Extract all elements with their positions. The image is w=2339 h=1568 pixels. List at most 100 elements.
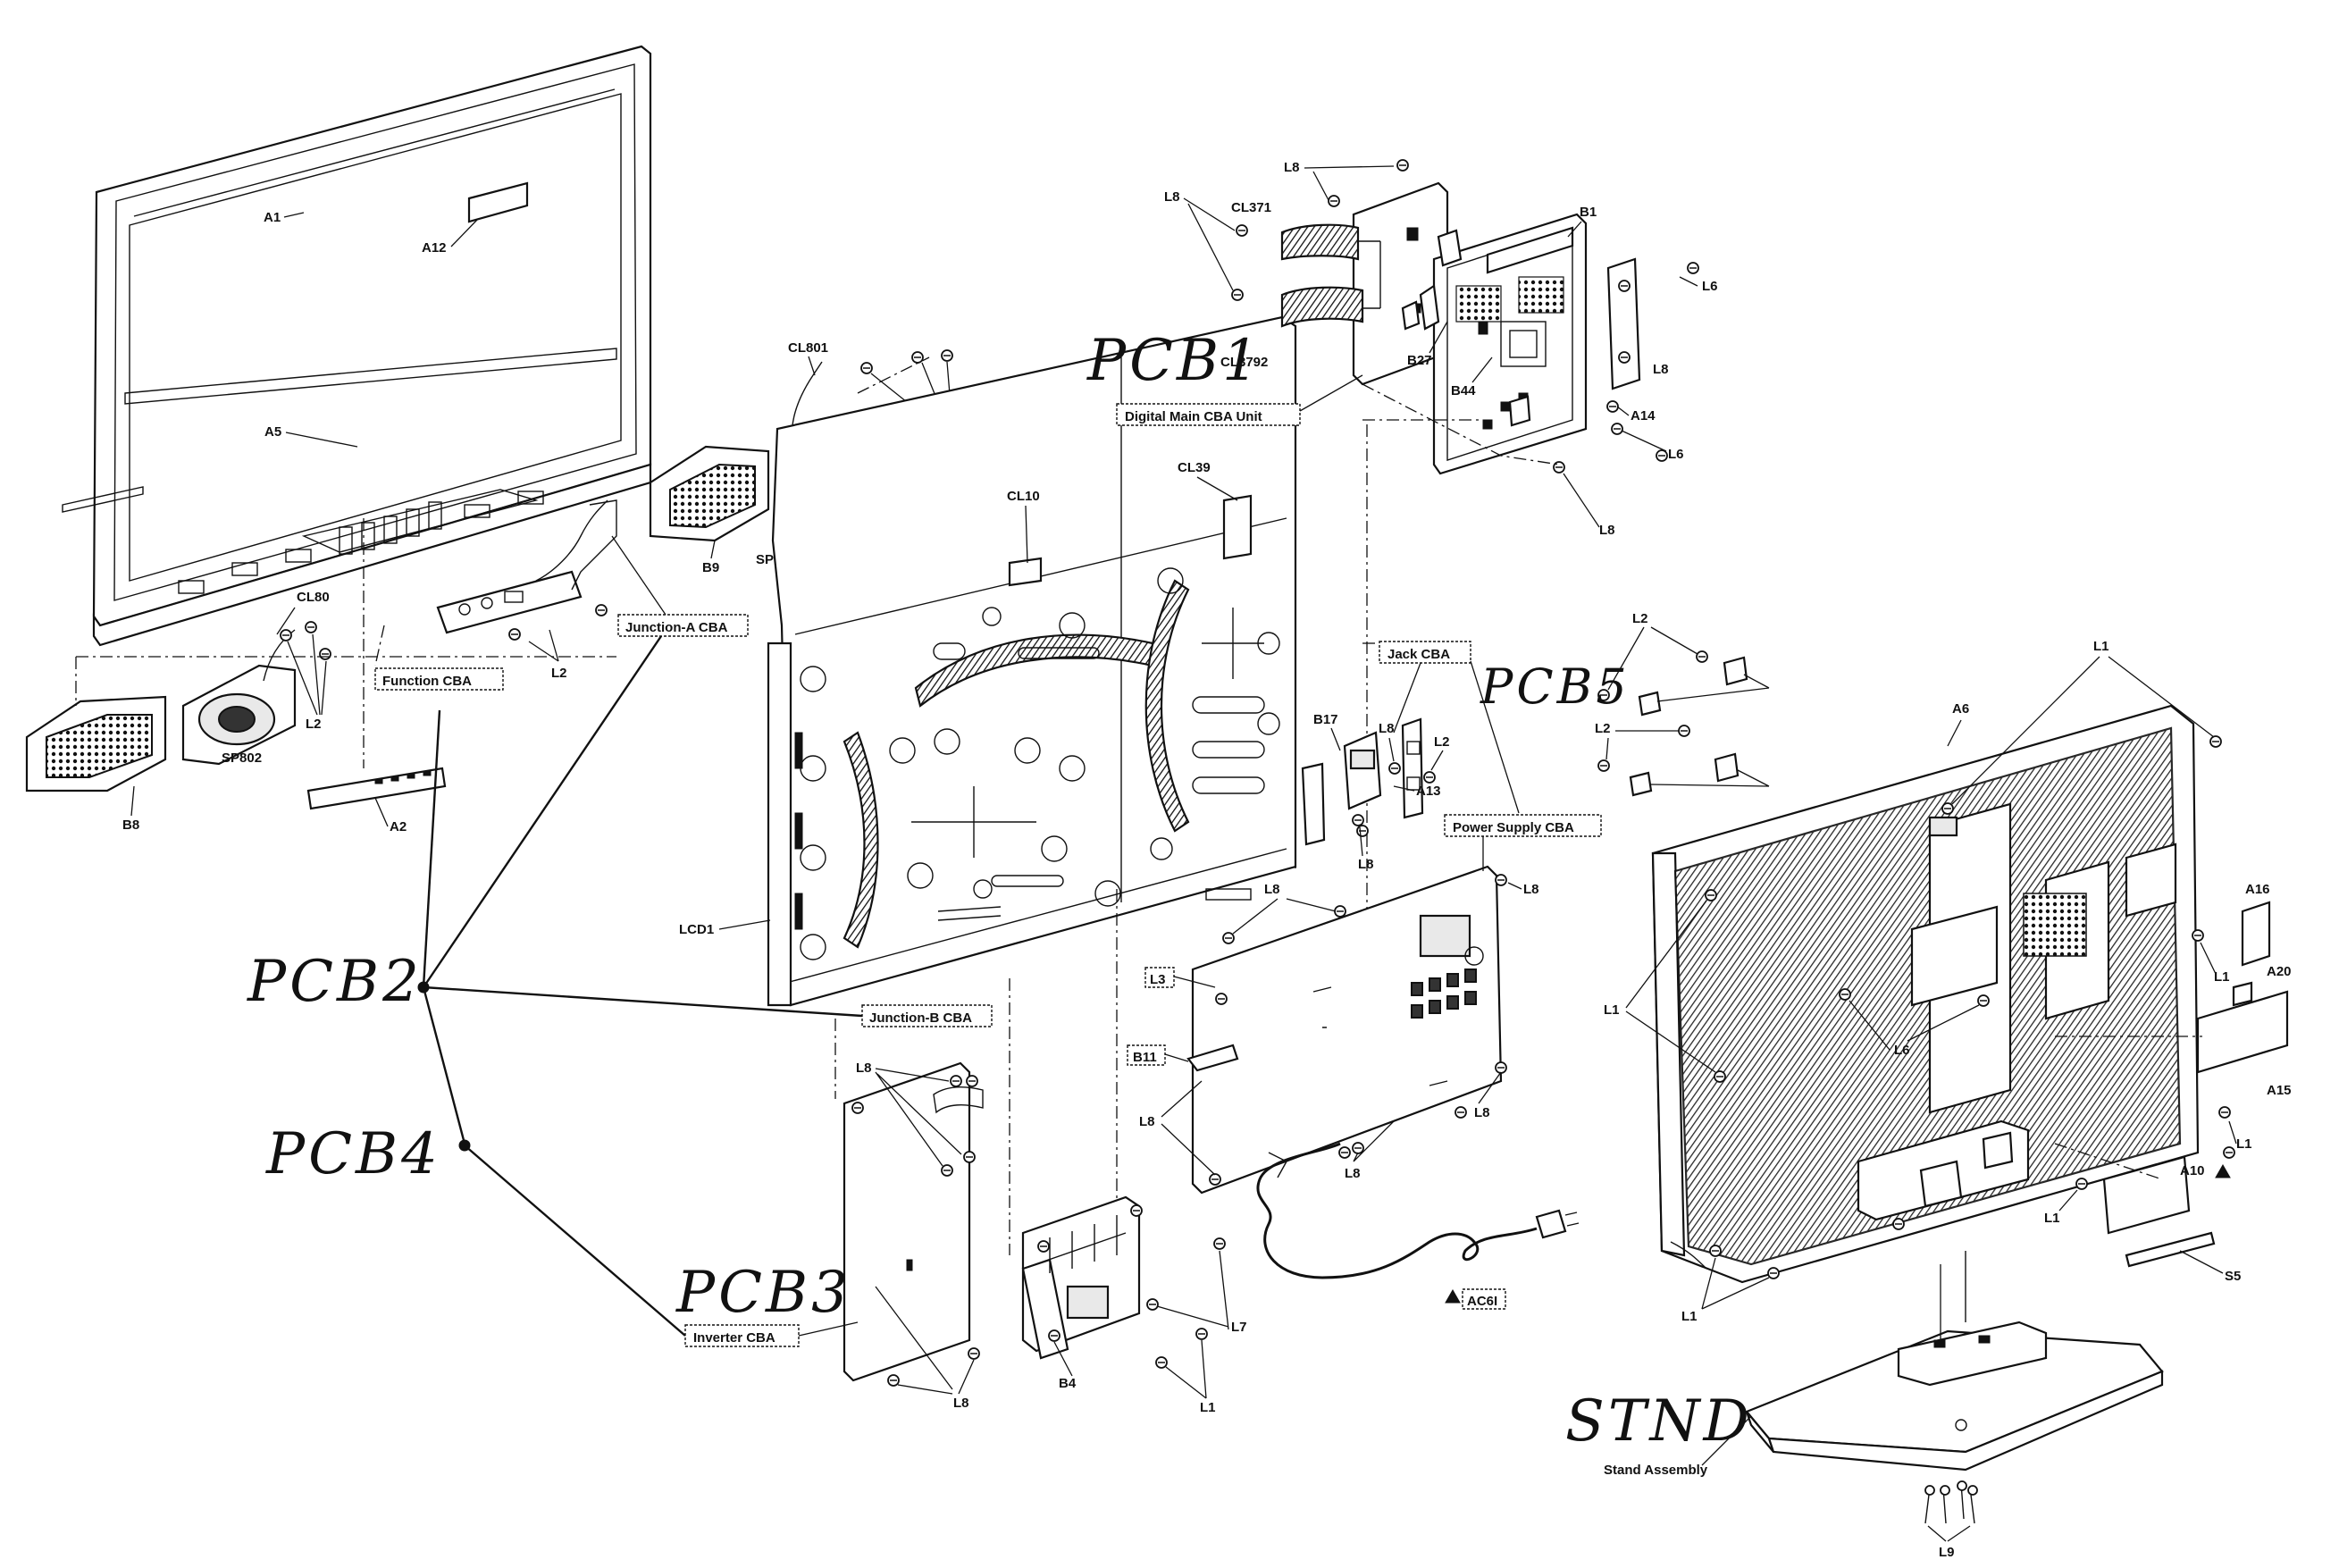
digital-main-cba-unit [1280,181,1641,475]
label-l8-ps-left: L8 [1139,1114,1155,1129]
label-l1-bracket: L1 [1200,1400,1216,1415]
bracket-b5-lower [1629,752,1740,797]
label-l1-bottom: L1 [2044,1211,2060,1226]
a2-key-sheet [306,767,447,810]
label-a1: A1 [264,210,281,225]
label-sp802: SP802 [222,750,262,766]
label-l2-b5-lower: L2 [1595,721,1611,736]
handwritten-pcb1: PCB1 [1086,328,1262,394]
label-a13: A13 [1416,784,1441,799]
label-b27: B27 [1407,353,1432,368]
label-s5: S5 [2225,1269,2241,1284]
label-a6: A6 [1952,701,1969,717]
pcb2-callout-lines [417,635,863,1337]
junction-b-cba-box: Junction-B CBA [861,1004,993,1027]
label-l2-function: L2 [551,666,567,681]
label-l9: L9 [1939,1545,1955,1560]
label-b17: B17 [1313,712,1338,727]
b11-box: B11 [1127,1044,1166,1066]
stand-assembly [1745,1251,2164,1472]
label-cl80: CL80 [297,590,330,605]
label-l6-bottom: L6 [1668,447,1684,462]
label-b9: B9 [702,560,719,575]
label-l8-jack: L8 [1379,721,1395,736]
label-l1-left: L1 [1604,1002,1620,1018]
warning-triangle-icon [2215,1163,2231,1178]
jack-cba-box: Jack CBA [1379,641,1471,664]
label-b1: B1 [1580,205,1597,220]
junction-a-cba-label: Junction-A CBA [625,620,728,635]
handwritten-pcb5: PCB5 [1480,658,1631,715]
function-cba-box: Function CBA [374,667,504,691]
power-supply-cba-board [1191,865,1503,1195]
label-l8-bottom: L8 [1599,523,1615,538]
ac-cord-label: AC6I [1467,1294,1497,1309]
label-l8-jack-lower: L8 [1358,857,1374,872]
power-supply-cba-label: Power Supply CBA [1453,820,1574,835]
label-a10: A10 [2180,1163,2205,1178]
label-b44: B44 [1451,383,1476,398]
label-l6-rear: L6 [1894,1043,1910,1058]
digital-main-cba-label: Digital Main CBA Unit [1125,409,1262,424]
label-a20: A20 [2267,964,2292,979]
function-cba-label: Function CBA [382,674,472,689]
b11-label: B11 [1133,1050,1157,1065]
label-lcd1: LCD1 [679,922,714,937]
label-a15: A15 [2267,1083,2292,1098]
label-l8-inverter-bottom: L8 [953,1396,969,1411]
label-l1-base: L1 [1681,1309,1698,1324]
label-l1-top: L1 [2093,639,2109,654]
label-a5: A5 [264,424,281,440]
power-supply-cba-box: Power Supply CBA [1444,814,1602,837]
handwritten-stnd: STND [1565,1388,1753,1455]
label-l2-b5-upper: L2 [1632,611,1648,626]
ac-cord [1256,1142,1580,1279]
label-l8-inverter-top: L8 [856,1061,872,1076]
left-speaker-grille-b8 [25,695,167,792]
label-cl3792: CL3792 [1220,355,1268,370]
label-a12: A12 [422,240,447,256]
digital-main-cba-box: Digital Main CBA Unit [1116,403,1301,426]
label-l8-top: L8 [1284,160,1300,175]
label-l1-right-lower: L1 [2236,1136,2252,1152]
handwritten-pcb3: PCB3 [675,1260,851,1326]
lcd-panel-lcd1 [767,315,1297,1007]
label-l8-ps-cable: L8 [1345,1166,1361,1181]
inverter-cba-board [843,1061,984,1382]
label-cl801: CL801 [788,340,828,356]
function-cba-board [436,499,608,634]
front-bezel-a1 [62,45,652,647]
label-l8-ps-right: L8 [1523,882,1539,897]
inverter-cba-box: Inverter CBA [684,1324,800,1347]
jack-cba-board [1301,717,1424,846]
label-b4: B4 [1059,1376,1077,1391]
inverter-cba-label: Inverter CBA [693,1330,775,1346]
label-l2-speaker: L2 [306,717,322,732]
label-b8: B8 [122,818,139,833]
label-l8-ps-top: L8 [1264,882,1280,897]
speaker-sp802 [181,629,297,766]
handwritten-pcb2: PCB2 [247,949,423,1015]
warning-triangle-icon [1445,1288,1461,1304]
junction-a-cba-box: Junction-A CBA [617,614,749,637]
right-speaker-grille-b9 [649,445,770,542]
label-cl10: CL10 [1007,489,1040,504]
label-a16: A16 [2245,882,2270,897]
handwritten-pcb4: PCB4 [265,1121,441,1187]
label-a2: A2 [390,819,407,834]
l3-label: L3 [1150,972,1166,987]
junction-b-cba-label: Junction-B CBA [869,1010,972,1026]
bracket-b4 [1021,1195,1141,1360]
label-l2-jack: L2 [1434,734,1450,750]
label-l8-ps-bottom: L8 [1474,1105,1490,1120]
jack-cba-label: Jack CBA [1387,647,1450,662]
rear-cabinet-a6 [1651,704,2200,1284]
label-l6-top: L6 [1702,279,1718,294]
stand-assembly-caption: Stand Assembly [1604,1463,1708,1478]
label-cl371: CL371 [1231,200,1271,215]
label-l8-left: L8 [1164,189,1180,205]
label-a14: A14 [1631,408,1656,423]
label-cl39: CL39 [1178,460,1211,475]
label-l7: L7 [1231,1320,1247,1335]
